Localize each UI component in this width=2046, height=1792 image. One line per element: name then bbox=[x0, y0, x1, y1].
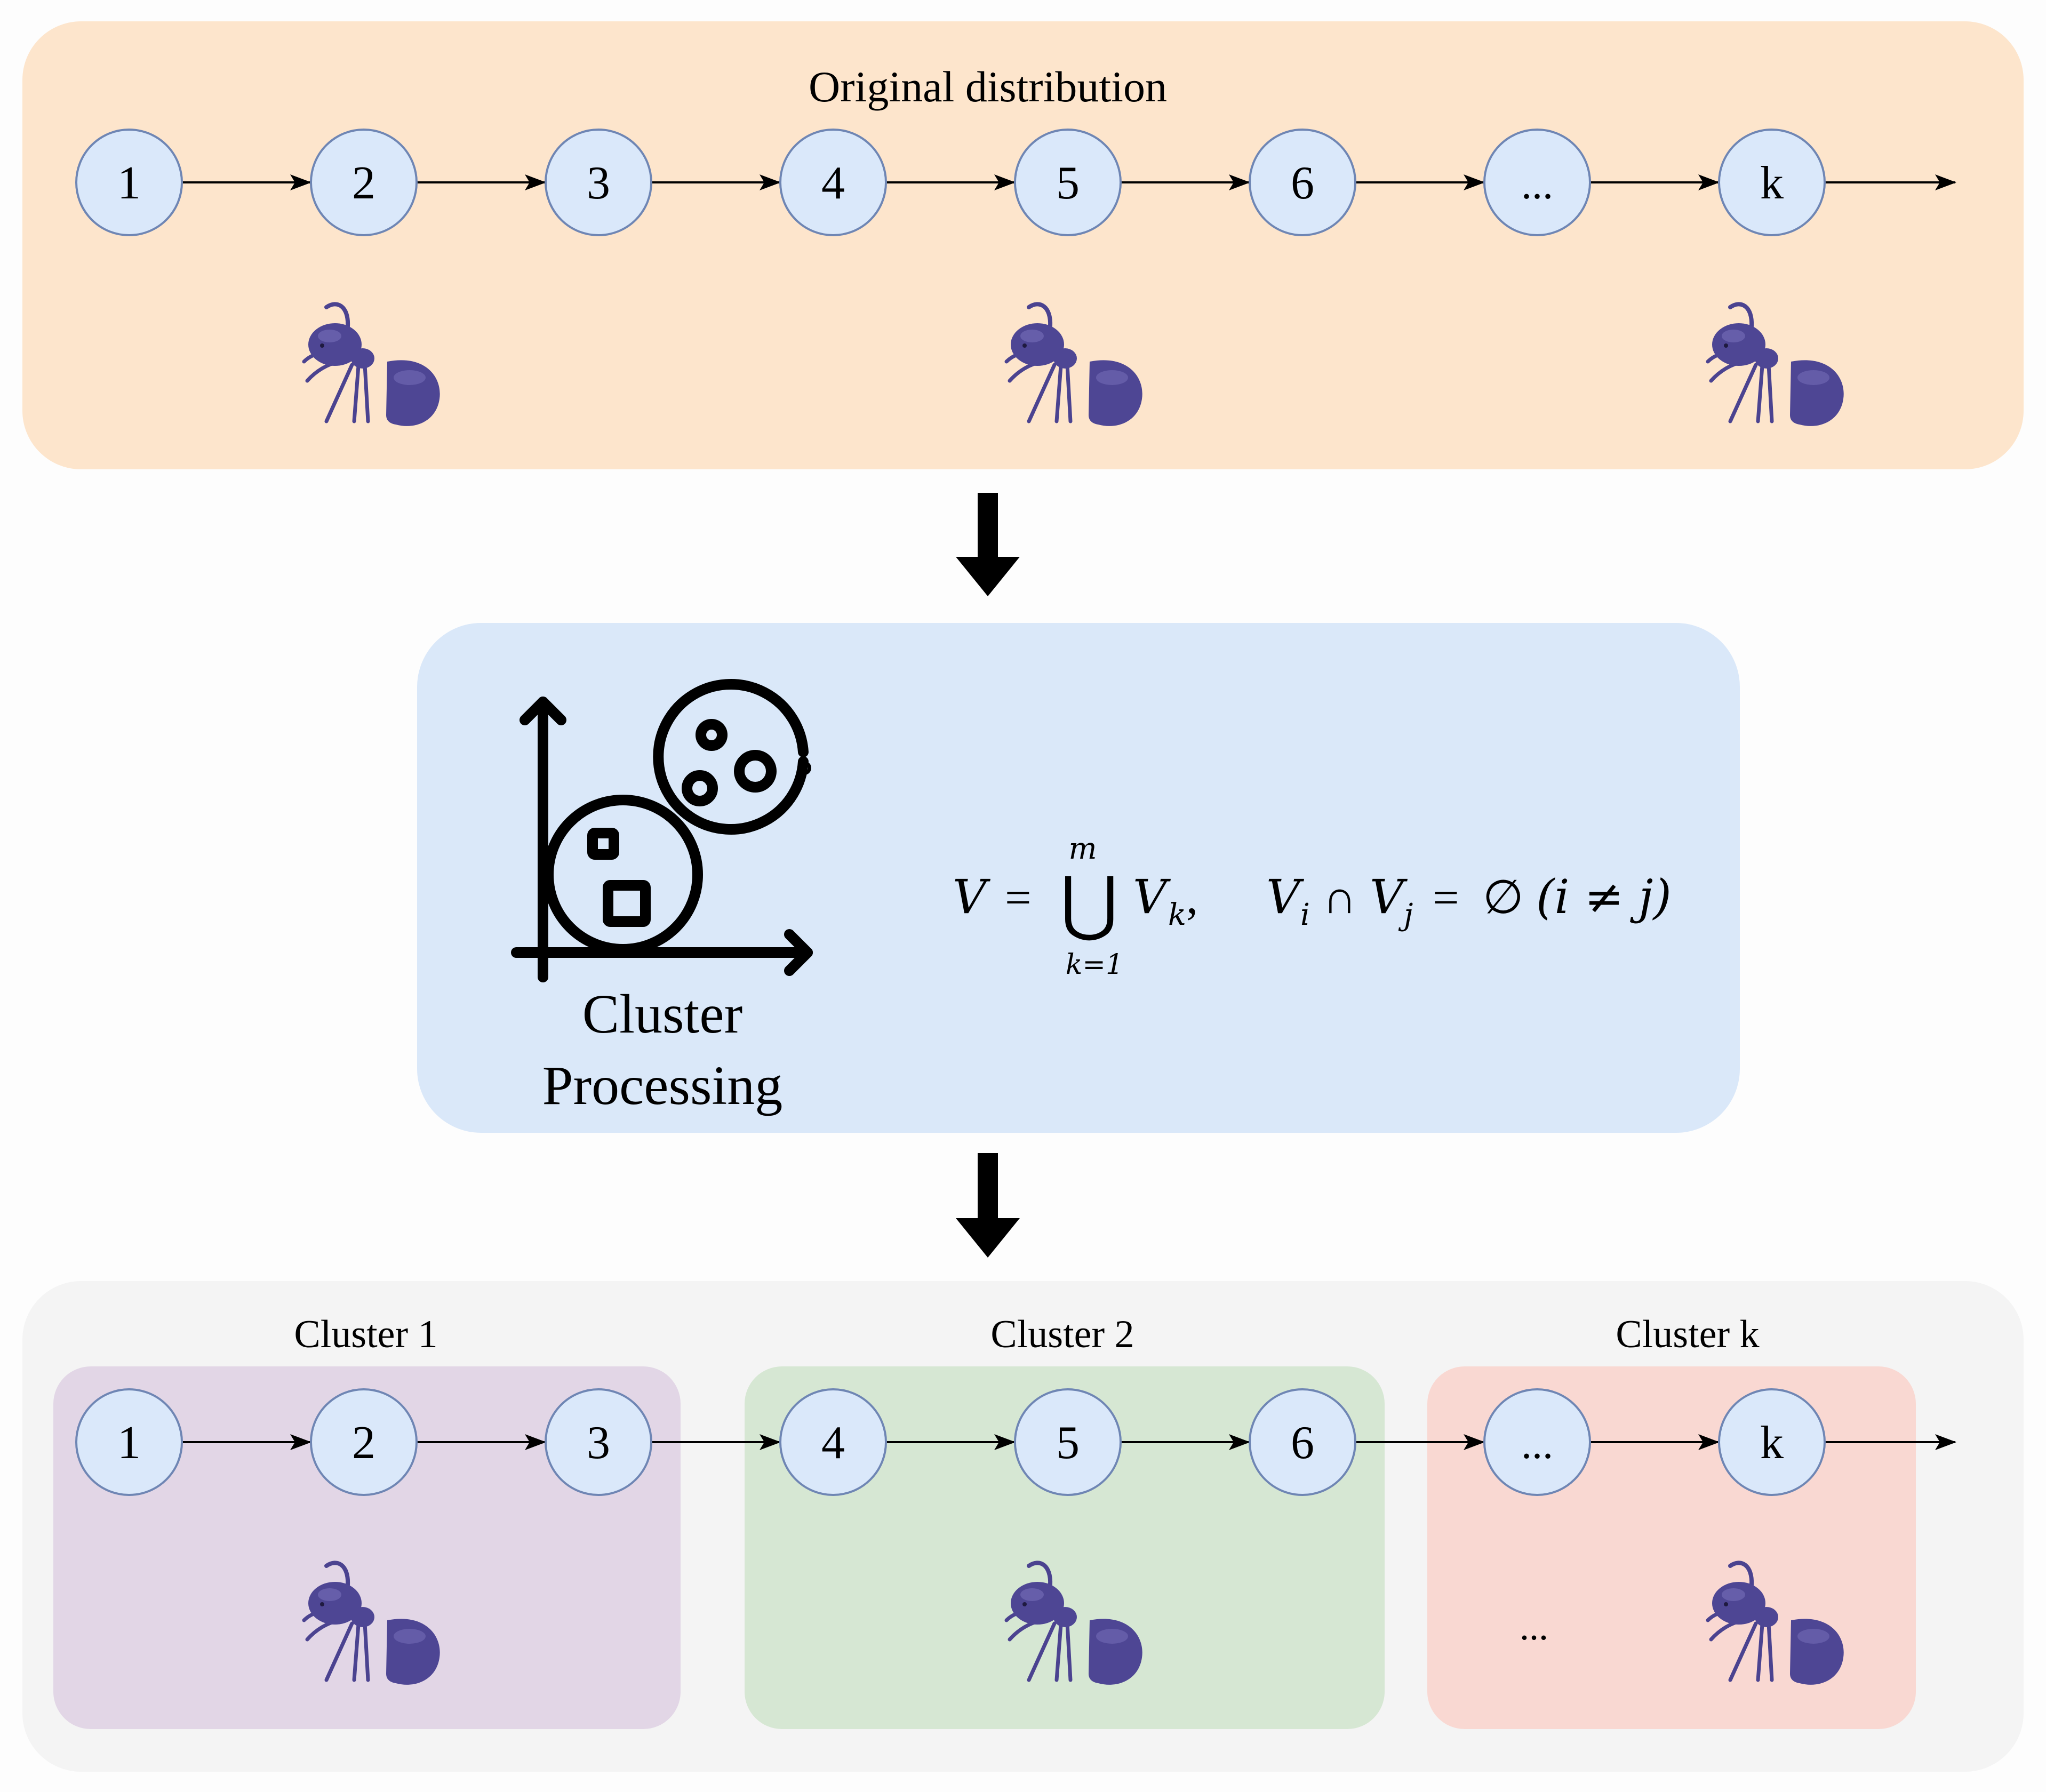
cluster-2-node-4: 4 bbox=[779, 1388, 887, 1496]
top-node-2-label: 2 bbox=[352, 157, 375, 209]
formula-term-base: V bbox=[1133, 869, 1171, 924]
cluster-1-node-2: 2 bbox=[310, 1388, 418, 1496]
cluster-processing-panel: Cluster Processing V = ⋃ m k=1 V k , V i… bbox=[417, 623, 1740, 1133]
cluster-1-node-3: 3 bbox=[545, 1388, 652, 1496]
top-node-ellipsis-label: ... bbox=[1521, 161, 1553, 208]
top-node-6-label: 6 bbox=[1291, 157, 1314, 209]
cluster-2-node-6: 6 bbox=[1249, 1388, 1356, 1496]
top-node-6: 6 bbox=[1249, 129, 1356, 236]
formula-empty-set: ∅ bbox=[1483, 872, 1524, 924]
top-node-1-label: 1 bbox=[117, 157, 141, 209]
cluster-2-node-4-label: 4 bbox=[821, 1417, 845, 1469]
top-node-5: 5 bbox=[1014, 129, 1122, 236]
formula-lhs: V bbox=[953, 869, 991, 924]
formula-intersect: ∩ bbox=[1323, 872, 1357, 924]
cluster-k-agents-ellipsis: ... bbox=[1520, 1605, 1548, 1648]
formula-cond-base1: V bbox=[1266, 869, 1305, 924]
top-node-3-label: 3 bbox=[587, 157, 610, 209]
formula-term-sub: k bbox=[1168, 898, 1186, 932]
top-node-4: 4 bbox=[779, 129, 887, 236]
top-node-2: 2 bbox=[310, 129, 418, 236]
top-node-ellipsis: ... bbox=[1483, 129, 1591, 236]
cluster-2: Cluster 2 bbox=[745, 1313, 1385, 1729]
partition-formula: V = ⋃ m k=1 V k , V i ∩ V j = ∅ (i ≠ j) bbox=[953, 831, 1672, 981]
cluster-processing-label-line2: Processing bbox=[542, 1055, 783, 1116]
cluster-2-title: Cluster 2 bbox=[990, 1313, 1134, 1356]
cluster-1-title: Cluster 1 bbox=[294, 1313, 437, 1356]
cluster-1-node-1: 1 bbox=[75, 1388, 183, 1496]
top-node-k-label: k bbox=[1760, 157, 1784, 209]
cluster-2-node-5-label: 5 bbox=[1056, 1417, 1080, 1469]
cluster-k-node-k: k bbox=[1718, 1388, 1826, 1496]
top-node-5-label: 5 bbox=[1056, 157, 1080, 209]
formula-equals-2: = bbox=[1433, 872, 1459, 924]
formula-condition: (i ≠ j) bbox=[1536, 869, 1672, 924]
formula-comma: , bbox=[1186, 872, 1198, 924]
top-node-4-label: 4 bbox=[821, 157, 845, 209]
original-distribution-title: Original distribution bbox=[809, 62, 1167, 111]
cluster-1-node-1-label: 1 bbox=[117, 1417, 141, 1469]
cluster-2-node-6-label: 6 bbox=[1291, 1417, 1314, 1469]
formula-union-symbol: ⋃ bbox=[1060, 864, 1118, 942]
cluster-k-node-ellipsis-label: ... bbox=[1521, 1421, 1553, 1468]
down-arrow-icon bbox=[956, 1153, 1020, 1258]
cluster-analysis-icon bbox=[511, 679, 813, 982]
clustered-distribution-panel: Cluster 1 Cluster 2 Cluster k 1 2 bbox=[22, 1281, 2024, 1772]
cluster-1-node-3-label: 3 bbox=[587, 1417, 610, 1469]
top-node-1: 1 bbox=[75, 129, 183, 236]
cluster-k: Cluster k bbox=[1427, 1313, 1916, 1729]
formula-cond-base2: V bbox=[1370, 869, 1408, 924]
top-node-k: k bbox=[1718, 129, 1826, 236]
formula-lower-limit: k=1 bbox=[1066, 949, 1123, 981]
cluster-1: Cluster 1 bbox=[53, 1313, 681, 1729]
cluster-2-node-5: 5 bbox=[1014, 1388, 1122, 1496]
formula-equals: = bbox=[1005, 872, 1032, 924]
cluster-1-node-2-label: 2 bbox=[352, 1417, 375, 1469]
top-node-3: 3 bbox=[545, 129, 652, 236]
cluster-k-title: Cluster k bbox=[1616, 1313, 1759, 1356]
cluster-processing-label-line1: Cluster bbox=[582, 983, 742, 1045]
cluster-k-node-ellipsis: ... bbox=[1483, 1388, 1591, 1496]
cluster-k-node-k-label: k bbox=[1760, 1417, 1784, 1469]
formula-upper-limit: m bbox=[1068, 831, 1097, 866]
down-arrow-icon bbox=[956, 493, 1020, 596]
original-distribution-panel: Original distribution 1 2 3 4 bbox=[22, 21, 2024, 469]
formula-cond-sub1: i bbox=[1300, 898, 1310, 932]
